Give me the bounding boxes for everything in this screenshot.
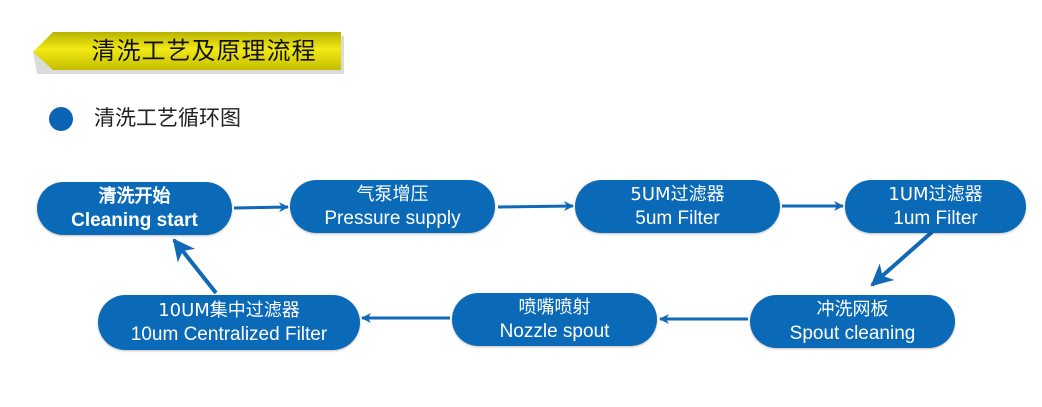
arrow-10um-to-start xyxy=(172,238,218,295)
flow-node-spout-cleaning[interactable]: 冲洗网板 Spout cleaning xyxy=(750,295,955,348)
node-label-en: Spout cleaning xyxy=(789,323,916,344)
flow-node-nozzle-spout[interactable]: 喷嘴喷射 Nozzle spout xyxy=(452,293,657,346)
node-label-zh: 1UM过滤器 xyxy=(888,184,983,205)
section-subtitle: 清洗工艺循环图 xyxy=(94,106,241,130)
flow-node-5um-filter[interactable]: 5UM过滤器 5um Filter xyxy=(575,180,780,233)
arrow-start-to-pressure xyxy=(233,202,289,213)
node-label-zh: 10UM集中过滤器 xyxy=(158,300,300,321)
flow-node-pressure-supply[interactable]: 气泵增压 Pressure supply xyxy=(290,180,495,233)
node-label-zh: 清洗开始 xyxy=(98,186,171,207)
page-title: 清洗工艺及原理流程 xyxy=(91,37,317,65)
node-label-zh: 喷嘴喷射 xyxy=(518,297,591,318)
arrow-1um-to-spout xyxy=(870,230,934,287)
node-label-en: 5um Filter xyxy=(635,208,720,229)
node-label-en: Cleaning start xyxy=(71,210,198,231)
banner-arrow-shape xyxy=(33,32,344,74)
title-banner: 清洗工艺及原理流程 xyxy=(33,32,344,74)
node-label-en: Nozzle spout xyxy=(499,321,610,342)
node-label-en: 10um Centralized Filter xyxy=(130,324,328,345)
node-label-zh: 冲洗网板 xyxy=(816,299,889,320)
node-label-zh: 气泵增压 xyxy=(356,184,429,205)
node-label-en: 1um Filter xyxy=(893,208,978,229)
flow-node-10um-centralized-filter[interactable]: 10UM集中过滤器 10um Centralized Filter xyxy=(98,295,360,350)
node-label-en: Pressure supply xyxy=(324,208,461,229)
flow-node-cleaning-start[interactable]: 清洗开始 Cleaning start xyxy=(37,182,232,235)
node-label-zh: 5UM过滤器 xyxy=(630,184,725,205)
arrow-pressure-to-5um xyxy=(497,201,574,212)
flow-node-1um-filter[interactable]: 1UM过滤器 1um Filter xyxy=(845,180,1026,233)
bullet-icon xyxy=(49,107,73,131)
